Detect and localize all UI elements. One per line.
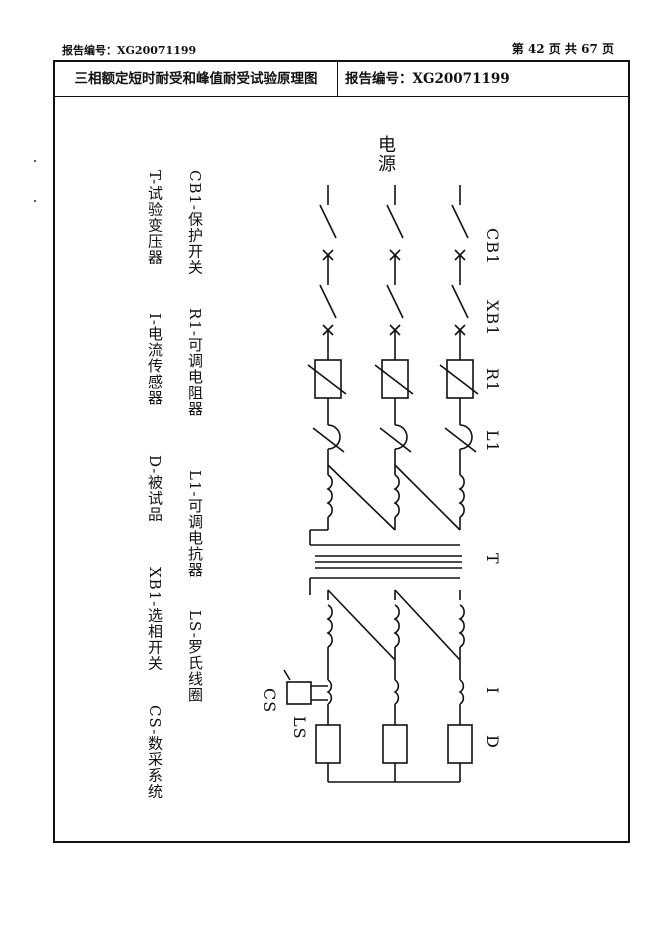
legend-cs: CS-数采系统 xyxy=(146,705,164,800)
test-object-label: D xyxy=(483,735,502,749)
legend-i: I-电流传感器 xyxy=(146,313,164,406)
legend-l1: L1-可调电抗器 xyxy=(186,470,204,578)
diagram-title: 三相额定短时耐受和峰值耐受试验原理图 xyxy=(55,62,338,96)
l1-label: L1 xyxy=(483,430,502,453)
legend-d: D-被试品 xyxy=(146,455,164,523)
legend-ls: LS-罗氏线圈 xyxy=(186,610,204,703)
legend-t: T-试验变压器 xyxy=(146,170,164,266)
cb1-label: CB1 xyxy=(483,228,502,266)
page-header: 报告编号：XG20071199 第 42 页 共 67 页 xyxy=(62,38,614,60)
cs-label: CS xyxy=(260,688,279,714)
header-report-number: 报告编号：XG20071199 xyxy=(62,44,197,57)
title-row: 三相额定短时耐受和峰值耐受试验原理图 报告编号：XG20071199 xyxy=(55,62,628,97)
report-number-cell: 报告编号：XG20071199 xyxy=(345,71,510,87)
r1-label: R1 xyxy=(483,368,502,393)
current-sensor-label: I xyxy=(483,687,502,695)
legend-xb1: XB1-选相开关 xyxy=(146,567,164,672)
margin-dot xyxy=(34,160,36,162)
margin-dot xyxy=(34,200,36,202)
power-source-label: 电源 xyxy=(375,135,396,173)
legend-r1: R1-可调电阻器 xyxy=(186,308,204,417)
legend-cb1: CB1-保护开关 xyxy=(186,170,204,276)
header-page-info: 第 42 页 共 67 页 xyxy=(511,42,614,56)
ls-label: LS xyxy=(290,716,309,740)
xb1-label: XB1 xyxy=(483,300,502,337)
transformer-label: T xyxy=(483,553,502,565)
document-frame: 三相额定短时耐受和峰值耐受试验原理图 报告编号：XG20071199 xyxy=(53,60,630,843)
